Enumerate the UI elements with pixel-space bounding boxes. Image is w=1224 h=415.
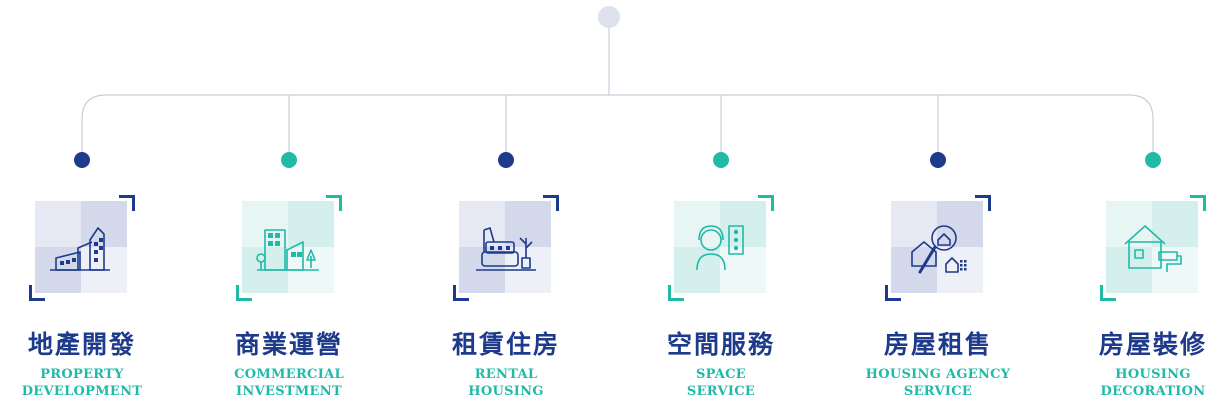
service-node-1: 地產開發 PROPERTY DEVELOPMENT (0, 150, 182, 400)
corner-bracket (543, 195, 559, 211)
service-title: 空間服務 (666, 330, 775, 359)
commercial-street-icon (256, 229, 319, 271)
house-search-icon (911, 225, 967, 274)
branch-bar (81, 94, 1154, 152)
service-title: 地產開發 (27, 330, 136, 359)
service-title: 商業運營 (234, 330, 343, 359)
service-title: 房屋裝修 (1098, 330, 1207, 359)
branch-dot (281, 152, 297, 168)
service-subtitle-line: HOUSING (1115, 367, 1191, 382)
service-tile (236, 195, 342, 301)
house-paint-icon (1124, 225, 1182, 272)
service-node-3: 租賃住房 RENTAL HOUSING (406, 150, 606, 400)
tile-quadrant (891, 201, 937, 247)
branch-dot (74, 152, 90, 168)
buildings-icon (50, 227, 110, 271)
service-subtitle-line: HOUSING (468, 384, 544, 399)
corner-bracket (758, 195, 774, 211)
tile-quadrant (288, 201, 334, 247)
corner-bracket (975, 195, 991, 211)
corner-bracket (1190, 195, 1206, 211)
service-subtitle: HOUSING DECORATION (1101, 366, 1206, 400)
branch-dot (713, 152, 729, 168)
service-tile (885, 195, 991, 301)
service-subtitle-line: HOUSING AGENCY (865, 367, 1011, 382)
corner-bracket (885, 285, 901, 301)
service-subtitle: COMMERCIAL INVESTMENT (234, 366, 344, 400)
corner-bracket (453, 285, 469, 301)
tile-quadrant (505, 201, 551, 247)
service-subtitle-line: DECORATION (1100, 384, 1206, 399)
branch-dot (930, 152, 946, 168)
service-subtitle: PROPERTY DEVELOPMENT (22, 366, 143, 400)
service-subtitle-line: SERVICE (686, 384, 756, 399)
tile-quadrant (937, 201, 983, 247)
service-subtitle-line: COMMERCIAL (234, 367, 344, 382)
branch-dot (1145, 152, 1161, 168)
corner-bracket (668, 285, 684, 301)
service-subtitle: HOUSING AGENCY SERVICE (866, 366, 1011, 400)
service-node-2: 商業運營 COMMERCIAL INVESTMENT (189, 150, 389, 400)
service-tile (453, 195, 559, 301)
service-title: 房屋租售 (883, 330, 992, 359)
service-node-6: 房屋裝修 HOUSING DECORATION (1053, 150, 1224, 400)
service-node-5: 房屋租售 HOUSING AGENCY SERVICE (838, 150, 1038, 400)
corner-bracket (119, 195, 135, 211)
service-subtitle-line: RENTAL (474, 367, 538, 382)
root-node (598, 6, 620, 28)
corner-bracket (1100, 285, 1116, 301)
service-subtitle: RENTAL HOUSING (468, 366, 544, 400)
service-subtitle-line: PROPERTY (40, 367, 124, 382)
service-agent-icon (696, 225, 744, 271)
service-subtitle-line: DEVELOPMENT (21, 384, 143, 399)
branch-dot (498, 152, 514, 168)
service-tile (29, 195, 135, 301)
service-subtitle-line: SPACE (695, 367, 747, 382)
service-node-4: 空間服務 SPACE SERVICE (621, 150, 821, 400)
tile-quadrant (35, 201, 81, 247)
service-subtitle: SPACE SERVICE (687, 366, 755, 400)
sofa-plant-icon (476, 227, 536, 271)
corner-bracket (29, 285, 45, 301)
corner-bracket (326, 195, 342, 211)
service-title: 租賃住房 (451, 330, 560, 359)
service-tile (668, 195, 774, 301)
service-subtitle-line: INVESTMENT (236, 384, 342, 399)
tile-quadrant (459, 201, 505, 247)
tile-quadrant (674, 201, 720, 247)
service-tile (1100, 195, 1206, 301)
corner-bracket (236, 285, 252, 301)
service-subtitle-line: SERVICE (903, 384, 973, 399)
